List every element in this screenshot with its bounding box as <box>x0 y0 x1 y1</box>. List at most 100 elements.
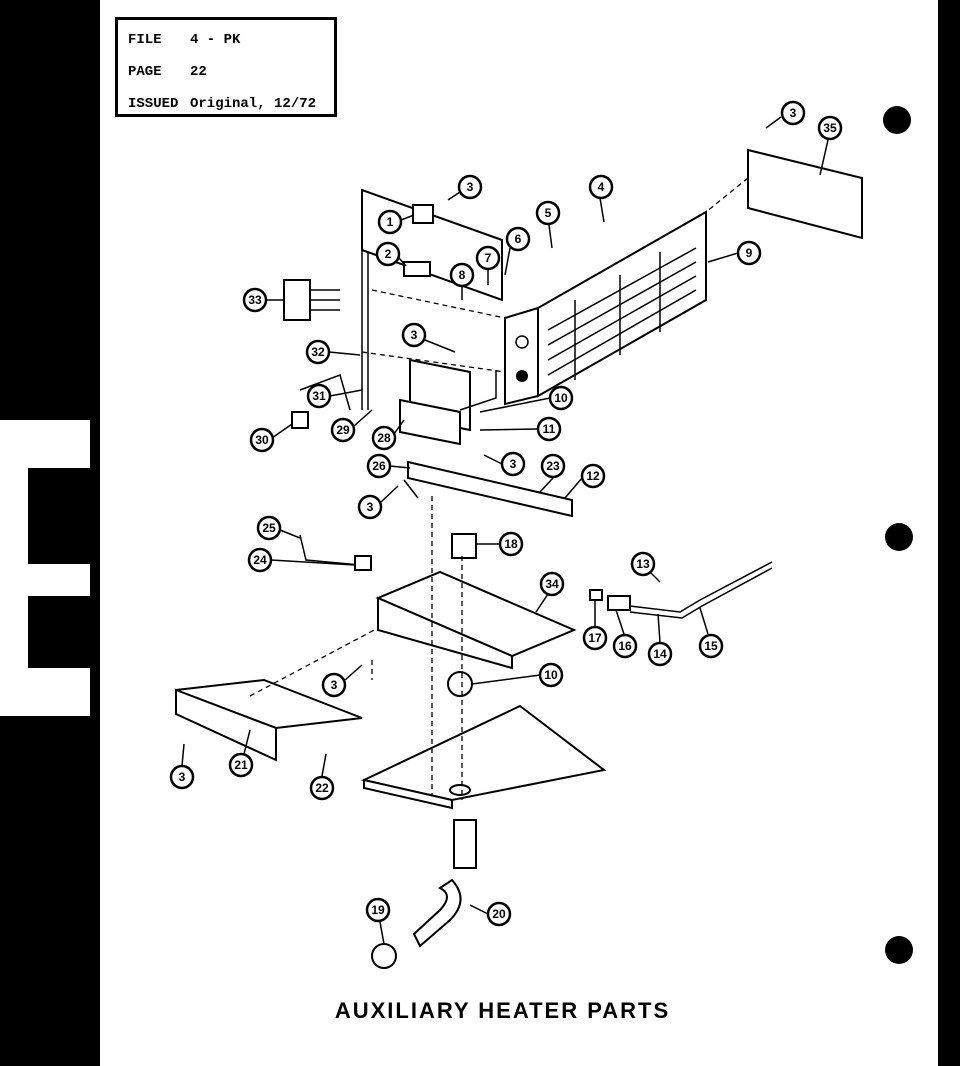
svg-text:3: 3 <box>179 770 186 784</box>
callout-15: 15 <box>698 607 724 659</box>
callout-22: 22 <box>309 753 335 801</box>
issued-row: ISSUED Original, 12/72 <box>128 96 316 112</box>
svg-text:34: 34 <box>545 577 559 591</box>
svg-text:35: 35 <box>823 121 837 135</box>
svg-text:6: 6 <box>515 232 522 246</box>
file-label: FILE <box>128 32 162 48</box>
svg-text:25: 25 <box>262 521 276 535</box>
punch-hole-middle <box>885 523 913 551</box>
grommet-18 <box>451 533 477 559</box>
svg-text:31: 31 <box>312 389 326 403</box>
svg-text:17: 17 <box>588 631 602 645</box>
punch-hole-top <box>883 106 911 134</box>
svg-text:3: 3 <box>367 500 374 514</box>
callout-19: 19 <box>365 897 391 945</box>
drain-nut <box>371 943 397 969</box>
thermostat-switch <box>412 204 434 224</box>
svg-text:4: 4 <box>598 180 605 194</box>
callout-3-a: 3 <box>765 100 806 129</box>
callout-26: 26 <box>366 453 411 479</box>
svg-text:28: 28 <box>377 431 391 445</box>
lower-plate <box>360 704 607 802</box>
svg-text:20: 20 <box>492 907 506 921</box>
drain-pan <box>175 688 277 762</box>
switch-bracket <box>403 261 431 277</box>
svg-text:3: 3 <box>467 180 474 194</box>
drain-elbow <box>412 878 462 948</box>
file-row: FILE 4 - PK <box>128 32 240 48</box>
svg-text:3: 3 <box>510 457 517 471</box>
cover-plate <box>747 148 863 240</box>
svg-text:2: 2 <box>385 247 392 261</box>
relay-30 <box>291 411 309 429</box>
callout-12: 12 <box>564 463 606 499</box>
svg-text:3: 3 <box>331 678 338 692</box>
issued-value: Original, 12/72 <box>190 96 317 112</box>
callout-11: 11 <box>479 416 562 442</box>
callout-32: 32 <box>305 339 361 365</box>
wire-harness <box>299 534 361 566</box>
callout-13: 13 <box>630 551 661 583</box>
callout-30: 30 <box>249 423 293 453</box>
svg-text:30: 30 <box>255 433 269 447</box>
callout-3-c: 3 <box>401 322 456 353</box>
issued-label: ISSUED <box>128 96 179 112</box>
drain-fitting <box>453 819 477 869</box>
terminal-block <box>283 279 311 321</box>
svg-text:24: 24 <box>253 553 267 567</box>
callout-3-e: 3 <box>357 485 399 520</box>
page-value: 22 <box>190 64 207 80</box>
svg-text:15: 15 <box>704 639 718 653</box>
callout-33: 33 <box>242 287 284 313</box>
callout-4: 4 <box>588 174 614 223</box>
callout-3-d: 3 <box>483 451 526 477</box>
svg-text:7: 7 <box>485 251 492 265</box>
file-value: 4 - PK <box>190 32 241 48</box>
svg-text:19: 19 <box>371 903 385 917</box>
svg-text:8: 8 <box>459 268 466 282</box>
callout-1: 1 <box>377 209 415 235</box>
callout-21: 21 <box>228 729 254 778</box>
callout-34: 34 <box>535 571 565 613</box>
control-box <box>399 398 461 446</box>
callout-24: 24 <box>247 547 356 573</box>
power-cord <box>629 561 773 613</box>
callout-17: 17 <box>582 600 608 651</box>
callout-3-g: 3 <box>169 743 195 790</box>
callout-14: 14 <box>647 613 673 667</box>
svg-text:18: 18 <box>504 537 518 551</box>
svg-text:9: 9 <box>746 246 753 260</box>
callout-31: 31 <box>306 383 363 409</box>
base-plate-flange <box>377 596 513 670</box>
svg-text:21: 21 <box>234 758 248 772</box>
file-info-box: FILE 4 - PK PAGE 22 ISSUED Original, 12/72 <box>115 17 337 117</box>
svg-text:10: 10 <box>554 391 568 405</box>
svg-text:26: 26 <box>372 459 386 473</box>
callout-25: 25 <box>256 515 301 541</box>
svg-text:16: 16 <box>618 639 632 653</box>
section-tab-letter-e <box>0 420 90 716</box>
svg-text:33: 33 <box>248 293 262 307</box>
svg-text:10: 10 <box>544 668 558 682</box>
mounting-rail <box>407 460 573 518</box>
heater-end-bracket <box>504 306 539 406</box>
svg-text:3: 3 <box>411 328 418 342</box>
svg-text:1: 1 <box>387 215 394 229</box>
callout-9: 9 <box>707 240 762 266</box>
svg-text:3: 3 <box>790 106 797 120</box>
callout-28: 28 <box>371 419 405 451</box>
callout-6: 6 <box>504 226 531 276</box>
plug <box>607 595 631 611</box>
callout-29: 29 <box>330 409 373 443</box>
svg-text:11: 11 <box>543 422 556 436</box>
callout-7: 7 <box>475 245 501 285</box>
callout-23: 23 <box>539 453 566 493</box>
svg-text:14: 14 <box>653 647 667 661</box>
callout-5: 5 <box>535 200 561 249</box>
callout-35: 35 <box>817 115 843 176</box>
page-label: PAGE <box>128 64 162 80</box>
diagram-title: AUXILIARY HEATER PARTS <box>334 998 671 1023</box>
callout-2: 2 <box>375 241 407 267</box>
svg-text:22: 22 <box>315 781 329 795</box>
